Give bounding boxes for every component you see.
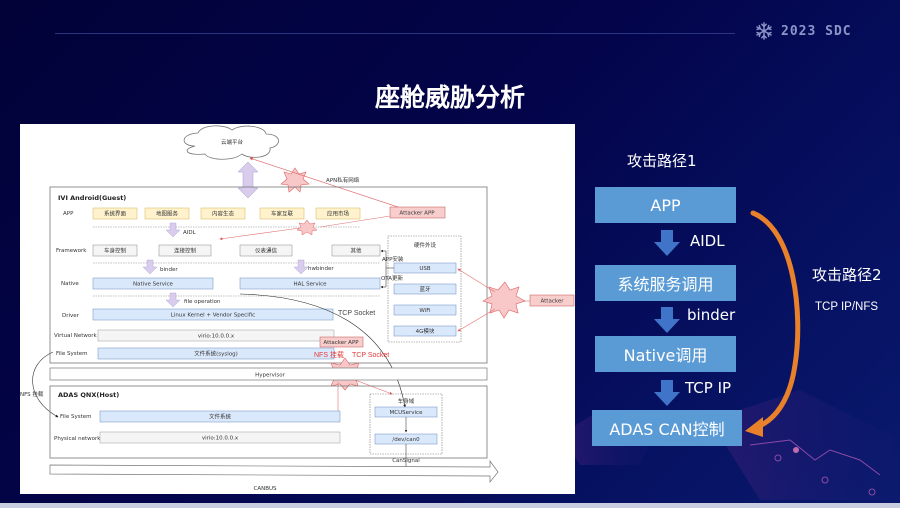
attacker-box [529, 294, 575, 307]
attacker-app-mid [319, 336, 364, 348]
mcu-service-label: MCUService [390, 410, 424, 416]
guest-title: IVI Android(Guest) [58, 194, 126, 202]
framework-box-label: 仪表通信 [255, 247, 278, 255]
native-service-box [92, 277, 214, 290]
attack-path-2-curve [745, 210, 801, 437]
hardware-items: USB 蓝牙 WiFi 4G模块 [393, 262, 457, 337]
file-operation-arrow [165, 292, 181, 308]
attack-path-2-title: 攻击路径2 [812, 266, 882, 284]
attacker-label: Attacker [540, 299, 564, 305]
hwbinder-label: hwbinder [308, 266, 334, 272]
app-install-label: APP安装 [382, 255, 404, 263]
flow-step-adas-can: ADAS CAN控制 [592, 410, 742, 446]
tcp-socket-label: TCP Socket [338, 310, 375, 317]
layer-label-native: Native [61, 281, 79, 287]
cloud-label: 云端平台 [221, 138, 244, 146]
can-signal-label: CanSignal [392, 458, 420, 464]
hal-service-box [239, 277, 381, 290]
attack-star-aidl [296, 219, 318, 236]
driver-label: Linux Kernel + Vendor Specific [171, 313, 255, 319]
app-box-label: 车家互联 [271, 210, 294, 218]
down-arrow-icon [654, 230, 680, 256]
aidl-arrow [165, 222, 181, 238]
hardware-item-label: WiFi [419, 308, 431, 314]
apn-label: APN私有网络 [326, 176, 360, 184]
ota-label: OTA更新 [381, 274, 404, 282]
layer-label-driver: Driver [62, 313, 80, 319]
host-title: ADAS QNX(Host) [58, 391, 119, 399]
native-service-label: Native Service [133, 282, 173, 288]
hardware-item-label: 4G模块 [416, 327, 435, 335]
attacker-app-top-label: Attacker APP [399, 211, 435, 217]
attack-path-2-protocols: TCP IP/NFS [815, 301, 879, 313]
flow-link-binder: binder [687, 306, 736, 324]
architecture-diagram: 云端平台 APN私有网络 IVI Android(Guest) APP Fram… [20, 124, 575, 494]
guest-container [49, 186, 488, 364]
binder-label: binder [160, 267, 178, 273]
layer-label-app: APP [63, 211, 74, 217]
hypervisor-box [49, 367, 488, 381]
host-network-label: virio:10.0.0.x [202, 436, 239, 442]
sync-arrow [237, 161, 259, 199]
framework-box-label: 其他 [350, 247, 362, 255]
brand: 2023 SDC [755, 22, 852, 40]
aidl-label: AIDL [183, 230, 197, 236]
cloud-platform: 云端平台 [183, 125, 279, 160]
hal-service-label: HAL Service [293, 282, 327, 288]
attack-star-top [280, 167, 310, 193]
down-arrow-icon [654, 307, 680, 333]
host-network-box [99, 431, 341, 444]
file-operation-label: file operation [184, 299, 221, 305]
attacker-app-mid-label: Attacker APP [323, 340, 359, 346]
framework-boxes: 车身控制 连接控制 仪表通信 其他 [92, 244, 381, 257]
host-layer-file-system: File System [60, 414, 91, 420]
nfs-mount-label: NFS 挂载 [314, 350, 344, 359]
tcp-socket-red-label: TCP Socket [352, 352, 389, 359]
attack-path-1-title: 攻击路径1 [627, 152, 697, 170]
app-box-label: 应用市场 [327, 210, 350, 218]
host-container [49, 385, 488, 459]
hardware-group [387, 235, 462, 343]
flow-step-native: Native调用 [595, 336, 736, 372]
snowflake-icon [756, 22, 772, 40]
hypervisor-label: Hypervisor [255, 373, 286, 379]
bottom-strip [0, 503, 900, 508]
canbus-arrow [49, 459, 499, 483]
framework-box-label: 连接控制 [174, 247, 197, 255]
app-box-label: 内容生态 [212, 210, 235, 218]
flow-step-system-service: 系统服务调用 [595, 265, 736, 301]
flow-link-aidl: AIDL [690, 232, 725, 250]
hwbinder-arrow [293, 259, 309, 275]
hardware-title: 硬件外设 [414, 241, 437, 249]
dev-can-label: /dev/can0 [392, 437, 420, 443]
host-file-system-box [99, 410, 341, 423]
virtual-network-box [97, 329, 335, 342]
virtual-network-label: virio:10.0.0.x [198, 334, 235, 340]
brand-text: 2023 SDC [781, 23, 852, 39]
framework-box-label: 车身控制 [104, 247, 127, 255]
file-system-label: 文件系统(syslog) [194, 350, 238, 358]
canbus-label: CANBUS [253, 486, 277, 492]
host-file-system-label: 文件系统 [209, 413, 232, 421]
nfs-mount-left-label: NFS 挂载 [20, 390, 44, 398]
app-box-label: 系统界面 [104, 210, 127, 218]
flow-step-app: APP [595, 187, 736, 223]
vehicle-domain-title: 车身域 [398, 397, 415, 405]
binder-arrow [142, 259, 158, 275]
hardware-item-label: 蓝牙 [419, 285, 431, 293]
down-arrow-icon [654, 380, 680, 406]
hardware-item-label: USB [419, 266, 431, 272]
file-system-box [97, 347, 335, 360]
layer-label-file-system: File System [56, 351, 87, 357]
flow-link-tcpip: TCP IP [685, 379, 732, 397]
attacker-app-top [389, 206, 446, 219]
layer-label-virtual-network: Virtual Network [54, 333, 97, 339]
header-divider [55, 33, 735, 34]
app-box-label: 地图服务 [156, 210, 179, 218]
host-layer-physical-network: Physical network [54, 436, 101, 442]
app-boxes: 系统界面 地图服务 内容生态 车家互联 应用市场 [92, 207, 361, 220]
layer-label-framework: Framework [56, 248, 87, 254]
page-title: 座舱威胁分析 [374, 83, 525, 112]
driver-box [92, 308, 334, 321]
